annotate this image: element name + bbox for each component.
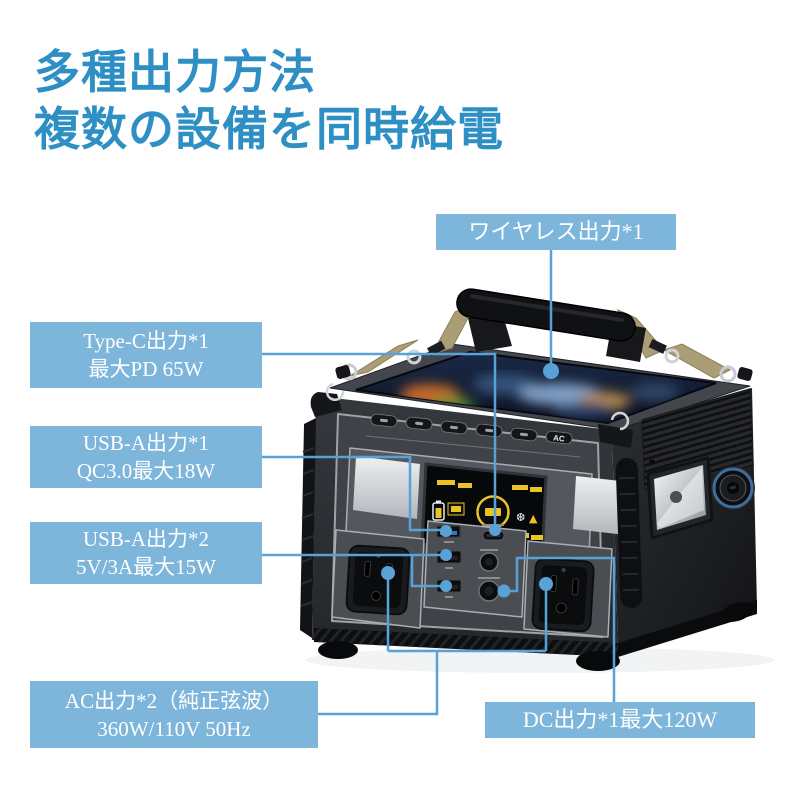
callout-usb-a1-output: USB-A出力*1 QC3.0最大18W [30,426,262,488]
callout-usb-a1-line2: QC3.0最大18W [76,459,216,483]
callout-usb-a2-output: USB-A出力*2 5V/3A最大15W [30,522,262,584]
ac-outlet-left[interactable] [345,544,411,616]
dot-type-c [489,524,501,536]
callout-ac-line1: AC出力*2（純正弦波） [64,688,284,713]
power-station-body: AC [300,288,775,673]
ac-button[interactable]: AC [545,430,573,445]
power-dial-icon [476,495,510,529]
line-ac [318,578,548,716]
carry-handle [456,288,636,342]
strap-buckle-left [427,340,446,357]
corner-bumper-right [598,424,633,448]
dot-usb-a2-bottom [440,580,452,592]
callout-dc-label: DC出力*1最大120W [522,707,718,732]
d-ring-hook-right-icon [610,411,630,431]
line-usb-a1 [262,455,441,532]
callout-dc-output: DC出力*1最大120W [485,702,755,738]
car-socket-12v[interactable] [711,466,755,510]
power-button[interactable] [370,413,398,428]
dot-dc [497,584,511,598]
d-ring-hook-left-icon [325,382,345,401]
strap-clip-left [335,365,351,379]
callout-lines [262,248,616,716]
strap-ring-left-icon [406,349,422,365]
callout-usb-a2-line2: 5V/3A最大15W [76,555,216,579]
dot-ac-left [381,566,395,580]
title-line-1: 多種出力方法 [34,47,316,98]
dc-button[interactable] [510,427,538,442]
callout-wireless-label: ワイヤレス出力*1 [468,219,644,244]
strap-buckle-right [648,338,667,354]
page-title: 多種出力方法 複数の設備を同時給電 [34,44,504,158]
flashlight[interactable] [646,456,714,540]
light-button[interactable] [440,420,468,435]
callout-ac-output: AC出力*2（純正弦波） 360W/110V 50Hz [30,681,318,748]
battery-icon [432,500,445,521]
dot-usb-a2-top [440,549,452,561]
ground-shadow [305,647,775,673]
dot-wireless [543,363,559,379]
warning-icon: ▲ [529,512,538,525]
callout-usb-a1-line1: USB-A出力*1 [82,431,209,455]
dot-usb-a1 [440,525,452,537]
callout-wireless-output: ワイヤレス出力*1 [436,214,676,250]
callout-type-c-line2: 最大PD 65W [88,357,204,381]
strap-clip-right [737,367,753,381]
dot-ac-right [539,577,553,591]
mode-button-1[interactable] [405,416,433,431]
left-edge-grip [300,418,316,638]
strap-ring-right-icon [664,348,680,364]
callout-type-c-line1: Type-C出力*1 [83,329,209,353]
callout-ac-line2: 360W/110V 50Hz [97,716,251,741]
foot-left [318,641,358,659]
line-type-c [262,352,497,525]
title-line-2: 複数の設備を同時給電 [34,104,504,155]
vent-grille [641,388,754,491]
callout-type-c-output: Type-C出力*1 最大PD 65W [30,322,262,388]
line-dc [509,556,616,703]
side-screw [649,459,655,465]
callout-usb-a2-line1: USB-A出力*2 [82,527,209,551]
foot-right [721,602,753,622]
fan-icon: ❆ [516,511,525,524]
corner-bumper-left [310,392,342,417]
foot-center [576,651,620,671]
dc-input-port[interactable] [479,549,499,572]
corner-d-ring-right-icon [719,365,737,383]
ac-button-label: AC [553,433,566,443]
side-grip-bar [615,458,643,608]
connector-dots [381,363,559,598]
reflective-panel-left [353,456,420,519]
ac-outlet-right[interactable] [531,557,595,633]
line-usb-a2 [262,553,441,588]
